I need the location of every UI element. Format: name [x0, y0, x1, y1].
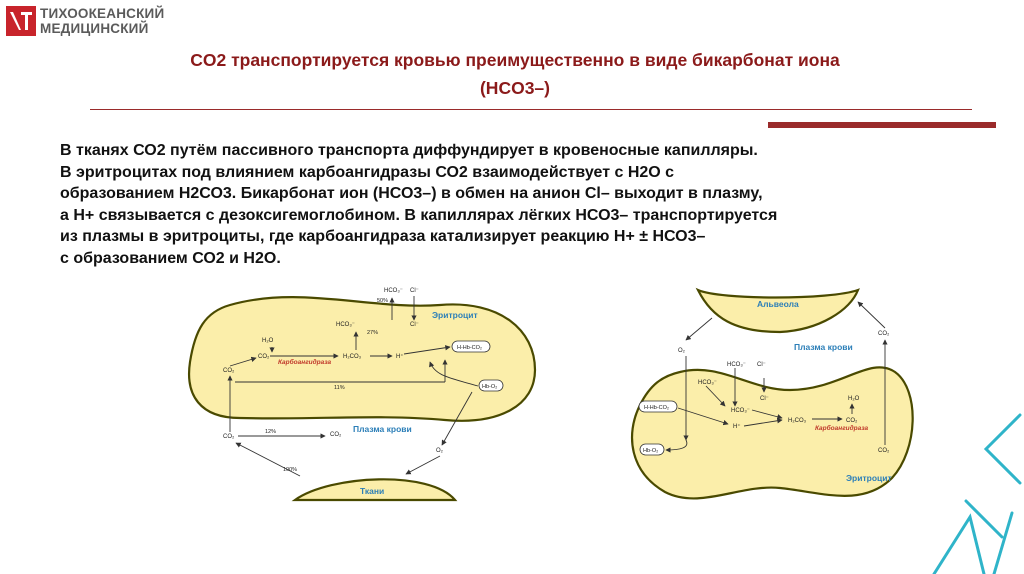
left-percent-27: 27% — [367, 330, 378, 336]
right-hbo2: Hb-O₂ — [643, 448, 658, 454]
left-hco3-inner: HCO₃⁻ — [336, 322, 355, 328]
right-erythrocyte-label: Эритроцит — [846, 473, 892, 483]
right-co2-bottom: CO₂ — [878, 448, 890, 454]
logo: ТИХООКЕАНСКИЙ МЕДИЦИНСКИЙ — [6, 6, 164, 36]
right-hplus: H⁺ — [733, 423, 741, 430]
body-line: с образованием СО2 и Н2О. — [60, 249, 281, 267]
decorative-corner-lines — [932, 413, 1022, 574]
body-line: образованием Н2СО3. Бикарбонат ион (НСО3… — [60, 185, 763, 202]
left-percent-11: 11% — [334, 385, 345, 391]
right-hbo2-box — [639, 443, 665, 456]
right-hco3-inner: HCO₃⁻ — [698, 380, 717, 386]
right-hco3-mid: HCO₃⁻ — [731, 408, 750, 414]
left-arrows — [227, 296, 479, 477]
right-diagram: Альвеола Плазма крови Эритроцит O₂ CO₂ H… — [630, 287, 914, 500]
right-h2co3: H₂CO₃ — [788, 418, 807, 424]
right-h2o: H₂O — [848, 396, 860, 402]
body-line: из плазмы в эритроциты, где карбоангидра… — [60, 228, 706, 245]
right-co2-top: CO₂ — [878, 331, 890, 337]
slide-title: CO2 транспортируется кровью преимуществе… — [60, 46, 970, 102]
right-o2: O₂ — [678, 348, 686, 354]
left-percent-50: 50% — [377, 298, 388, 304]
right-hco3-top: HCO₃⁻ — [727, 362, 746, 368]
tissue-shape — [291, 478, 458, 502]
left-percent-12: 12% — [265, 429, 276, 435]
left-hco3-top: HCO₃⁻ — [384, 288, 403, 294]
right-arrows — [665, 301, 888, 453]
left-h2co3: H₂CO₃ — [343, 354, 362, 360]
body-line: В тканях СО2 путём пассивного транспорта… — [60, 142, 758, 159]
logo-mark-icon — [6, 6, 36, 36]
right-hhbco2: H-Hb-CO₂ — [644, 405, 669, 411]
logo-line1: ТИХООКЕАНСКИЙ — [40, 6, 165, 21]
right-plasma-label: Плазма крови — [794, 342, 853, 352]
tissue-label: Ткани — [360, 486, 384, 496]
alveola-label: Альвеола — [757, 299, 799, 309]
title-line2: (HCO3–) — [479, 78, 550, 98]
left-co2-c: CO₂ — [223, 434, 235, 440]
title-accent-bar — [768, 122, 996, 128]
logo-line2: МЕДИЦИНСКИЙ — [40, 21, 149, 36]
left-o2: O₂ — [436, 448, 444, 454]
left-erythrocyte-shape — [188, 296, 537, 422]
left-hbo2-box — [478, 379, 504, 392]
right-hhbco2-box — [638, 400, 678, 413]
right-co2-mid: CO₂ — [846, 418, 858, 424]
right-cl-inner: Cl⁻ — [760, 396, 769, 402]
left-hbo2: Hb-O₂ — [482, 384, 497, 390]
left-h2o: H₂O — [262, 338, 274, 344]
left-diagram: Эритроцит Плазма крови Ткани HCO₃⁻ Cl⁻ 5… — [188, 288, 537, 502]
left-cl-top: Cl⁻ — [410, 288, 419, 294]
left-co2-a: CO₂ — [258, 354, 270, 360]
right-erythrocyte-shape — [630, 366, 914, 500]
left-erythrocyte-label: Эритроцит — [432, 310, 478, 320]
alveola-shape — [695, 287, 860, 334]
body-line: В эритроцитах под влиянием карбоангидраз… — [60, 163, 675, 181]
left-enzyme-label: Карбоангидраза — [278, 358, 332, 366]
left-hhbco2-box — [451, 340, 491, 353]
body-line: а Н+ связывается с дезоксигемоглобином. … — [60, 206, 778, 224]
right-enzyme-label: Карбоангидраза — [815, 424, 869, 432]
title-line1: CO2 транспортируется кровью преимуществе… — [190, 50, 840, 70]
left-co2-d: CO₂ — [330, 432, 342, 438]
body-text: В тканях СО2 путём пассивного транспорта… — [60, 140, 990, 269]
left-hplus: H⁺ — [396, 353, 404, 360]
left-plasma-label: Плазма крови — [353, 424, 412, 434]
right-cl-top: Cl⁻ — [757, 362, 766, 368]
left-percent-100: 100% — [283, 467, 297, 473]
left-co2-b: CO₂ — [223, 368, 235, 374]
left-hhbco2: H-Hb-CO₂ — [457, 345, 482, 351]
title-rule — [90, 109, 972, 110]
left-cl-inner: Cl⁻ — [410, 322, 419, 328]
